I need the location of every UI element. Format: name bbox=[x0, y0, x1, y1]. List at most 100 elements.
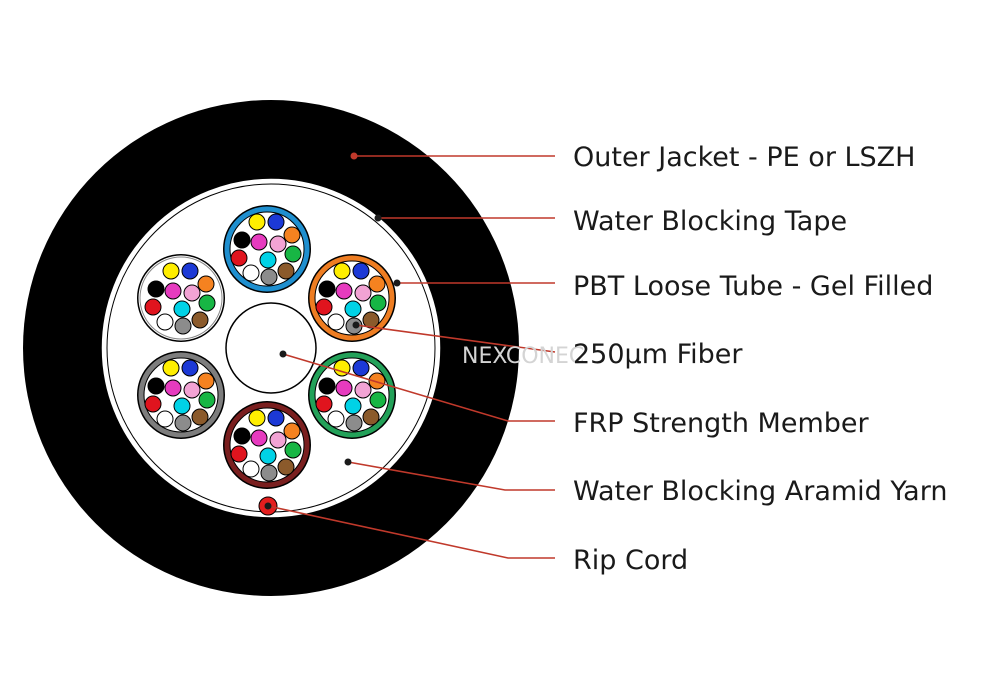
fiber-9 bbox=[233, 427, 251, 445]
leader-line bbox=[267, 505, 555, 559]
fiber-2 bbox=[181, 359, 199, 377]
fiber-1 bbox=[248, 409, 266, 427]
fiber-12 bbox=[344, 397, 362, 415]
fiber-6 bbox=[174, 414, 192, 432]
fiber-8 bbox=[144, 298, 162, 316]
fiber-10 bbox=[250, 233, 268, 251]
cable-cross-section bbox=[23, 100, 519, 596]
fiber-5 bbox=[191, 311, 209, 329]
fiber-11 bbox=[183, 284, 201, 302]
fiber-5 bbox=[191, 408, 209, 426]
fiber-2 bbox=[181, 262, 199, 280]
fiber-6 bbox=[345, 414, 363, 432]
fiber-4 bbox=[369, 294, 387, 312]
fiber-9 bbox=[318, 280, 336, 298]
label-water-blocking-aramid-yarn: Water Blocking Aramid Yarn bbox=[573, 476, 947, 507]
loose-tube-orange bbox=[308, 254, 396, 342]
fiber-3 bbox=[197, 372, 215, 390]
fiber-2 bbox=[267, 409, 285, 427]
fiber-12 bbox=[344, 300, 362, 318]
fiber-11 bbox=[354, 284, 372, 302]
leader-dot bbox=[374, 214, 382, 222]
fiber-7 bbox=[327, 313, 345, 331]
loose-tube-brown bbox=[223, 401, 311, 489]
fiber-9 bbox=[318, 377, 336, 395]
fiber-7 bbox=[156, 410, 174, 428]
fiber-10 bbox=[164, 282, 182, 300]
watermark-text: NEXCONEC bbox=[462, 344, 584, 369]
fiber-4 bbox=[369, 391, 387, 409]
fiber-10 bbox=[335, 379, 353, 397]
fiber-2 bbox=[352, 359, 370, 377]
fiber-10 bbox=[250, 429, 268, 447]
fiber-10 bbox=[335, 282, 353, 300]
fiber-11 bbox=[269, 431, 287, 449]
fiber-8 bbox=[315, 395, 333, 413]
loose-tube-white bbox=[137, 254, 225, 342]
leader-rip-cord bbox=[264, 502, 555, 559]
label-water-blocking-tape: Water Blocking Tape bbox=[573, 206, 847, 237]
fiber-9 bbox=[147, 377, 165, 395]
label-pbt-loose-tube: PBT Loose Tube - Gel Filled bbox=[573, 271, 933, 302]
leader-250um-fiber bbox=[352, 321, 556, 353]
fiber-4 bbox=[284, 441, 302, 459]
fiber-10 bbox=[164, 379, 182, 397]
loose-tube-green bbox=[308, 351, 396, 439]
fiber-5 bbox=[277, 458, 295, 476]
leader-line bbox=[282, 353, 555, 422]
label-rip-cord: Rip Cord bbox=[573, 545, 688, 576]
fiber-9 bbox=[147, 280, 165, 298]
leader-frp-strength-member bbox=[279, 350, 555, 422]
leader-dot bbox=[350, 152, 358, 160]
label-list: Outer Jacket - PE or LSZH Water Blocking… bbox=[573, 142, 947, 576]
fiber-4 bbox=[284, 245, 302, 263]
leader-water-blocking-tape bbox=[374, 214, 555, 222]
frp-strength-member bbox=[225, 302, 317, 394]
fiber-3 bbox=[368, 275, 386, 293]
leader-dot bbox=[393, 279, 401, 287]
fiber-11 bbox=[354, 381, 372, 399]
loose-tube-gray bbox=[137, 351, 225, 439]
fiber-12 bbox=[259, 251, 277, 269]
fiber-5 bbox=[277, 262, 295, 280]
fiber-3 bbox=[368, 372, 386, 390]
fiber-6 bbox=[260, 268, 278, 286]
fiber-7 bbox=[242, 264, 260, 282]
fiber-8 bbox=[315, 298, 333, 316]
fiber-1 bbox=[333, 262, 351, 280]
fiber-9 bbox=[233, 231, 251, 249]
fiber-6 bbox=[260, 464, 278, 482]
fiber-3 bbox=[283, 226, 301, 244]
fiber-5 bbox=[362, 311, 380, 329]
leader-aramid-yarn bbox=[344, 458, 555, 491]
fiber-8 bbox=[144, 395, 162, 413]
fiber-11 bbox=[183, 381, 201, 399]
fiber-5 bbox=[362, 408, 380, 426]
leader-line bbox=[347, 461, 555, 491]
leader-line bbox=[355, 324, 556, 353]
fiber-3 bbox=[197, 275, 215, 293]
label-outer-jacket: Outer Jacket - PE or LSZH bbox=[573, 142, 915, 173]
fiber-1 bbox=[248, 213, 266, 231]
leader-outer-jacket bbox=[350, 152, 555, 160]
leader-dot bbox=[264, 502, 272, 510]
fiber-4 bbox=[198, 391, 216, 409]
leader-dot bbox=[279, 350, 287, 358]
fiber-7 bbox=[156, 313, 174, 331]
leader-lines bbox=[264, 152, 556, 559]
fiber-6 bbox=[174, 317, 192, 335]
fiber-8 bbox=[230, 445, 248, 463]
label-250um-fiber: 250µm Fiber bbox=[573, 339, 743, 370]
leader-dot bbox=[344, 458, 352, 466]
fiber-12 bbox=[173, 397, 191, 415]
fiber-8 bbox=[230, 249, 248, 267]
fiber-7 bbox=[327, 410, 345, 428]
loose-tube-blue bbox=[223, 205, 311, 293]
fiber-1 bbox=[162, 262, 180, 280]
leader-pbt-loose-tube bbox=[393, 279, 555, 287]
fiber-12 bbox=[259, 447, 277, 465]
label-frp-strength-member: FRP Strength Member bbox=[573, 408, 869, 439]
fiber-11 bbox=[269, 235, 287, 253]
fiber-12 bbox=[173, 300, 191, 318]
